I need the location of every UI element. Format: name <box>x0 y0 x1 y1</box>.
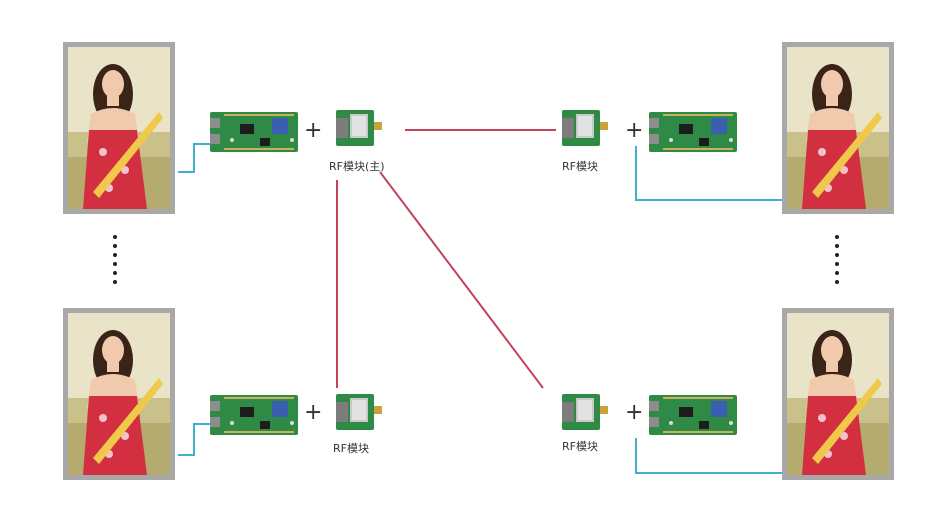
plus-sign: + <box>625 400 644 425</box>
plus-sign: + <box>625 118 644 143</box>
label-rf-bottom-right: RF模块 <box>562 440 598 453</box>
plus-sign: + <box>304 118 323 143</box>
wireless-link-master-to-bottom-right <box>379 171 544 389</box>
ellipsis-dots-right <box>835 235 839 289</box>
control-card-board-icon <box>210 112 298 152</box>
rf-module-icon <box>336 394 382 430</box>
cable-top-right <box>635 146 790 201</box>
led-display-panel-icon <box>782 42 894 214</box>
control-card-board-icon <box>649 112 737 152</box>
rf-module-icon <box>336 110 382 146</box>
label-rf-top-right: RF模块 <box>562 160 598 173</box>
ellipsis-dots-left <box>113 235 117 289</box>
control-card-board-icon <box>210 395 298 435</box>
rf-module-icon <box>562 394 608 430</box>
control-card-board-icon <box>649 395 737 435</box>
cable-bottom-left <box>178 423 211 456</box>
cable-bottom-right <box>635 438 790 474</box>
led-display-panel-icon <box>63 308 175 480</box>
plus-sign: + <box>304 400 323 425</box>
led-display-panel-icon <box>63 42 175 214</box>
cable-top-left <box>178 143 211 173</box>
rf-module-icon <box>562 110 608 146</box>
label-rf-bottom-left: RF模块 <box>333 442 369 455</box>
label-rf-master: RF模块(主) <box>329 160 385 173</box>
led-display-panel-icon <box>782 308 894 480</box>
